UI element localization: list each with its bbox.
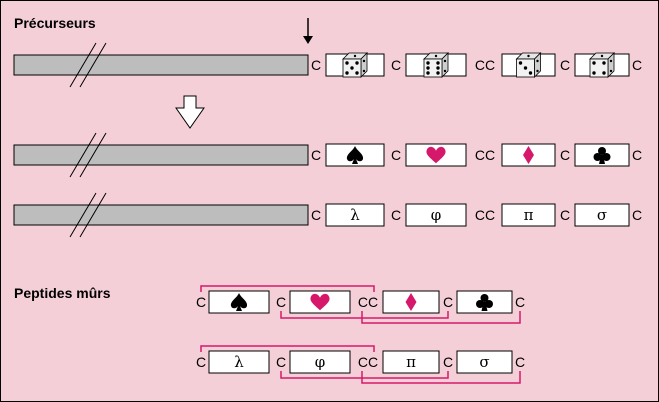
mature-peptides-title: Peptides mûrs xyxy=(14,285,111,301)
cysteine-label: C xyxy=(443,294,453,310)
cysteine-label: C xyxy=(632,207,642,223)
cysteine-label: C xyxy=(391,147,401,163)
greek-symbol: π xyxy=(524,206,534,224)
die-three-icon xyxy=(517,53,541,77)
cysteine-label: C xyxy=(560,147,570,163)
greek-symbol: σ xyxy=(597,206,607,224)
cysteine-label: C xyxy=(632,57,642,73)
greek-symbol: σ xyxy=(479,353,489,371)
cysteine-label: CC xyxy=(475,147,495,163)
cysteine-label: C xyxy=(515,354,525,370)
precursor-sequence-bar xyxy=(14,145,308,165)
precursor-sequence-bar xyxy=(14,55,308,75)
precursors-title: Précurseurs xyxy=(14,15,96,31)
cysteine-label: C xyxy=(276,354,286,370)
processing-arrow xyxy=(176,96,204,128)
cysteine-label: C xyxy=(311,147,321,163)
die-five-icon xyxy=(343,53,367,77)
cysteine-label: C xyxy=(196,294,206,310)
cysteine-label: C xyxy=(560,57,570,73)
greek-symbol: λ xyxy=(234,353,244,371)
cysteine-label: C xyxy=(632,147,642,163)
greek-symbol: φ xyxy=(315,353,326,371)
precursor-sequence-bar xyxy=(14,205,308,225)
greek-symbol: π xyxy=(406,353,416,371)
greek-symbol: λ xyxy=(350,206,360,224)
cysteine-label: C xyxy=(391,207,401,223)
cysteine-label: CC xyxy=(358,354,378,370)
cysteine-label: CC xyxy=(475,57,495,73)
cysteine-label: C xyxy=(276,294,286,310)
cysteine-label: C xyxy=(311,207,321,223)
cysteine-label: C xyxy=(311,57,321,73)
die-four-icon xyxy=(590,53,614,77)
cysteine-label: C xyxy=(443,354,453,370)
cysteine-label: C xyxy=(560,207,570,223)
cleavage-arrowhead xyxy=(303,36,313,44)
cysteine-label: CC xyxy=(475,207,495,223)
cysteine-label: CC xyxy=(358,294,378,310)
cysteine-label: C xyxy=(196,354,206,370)
greek-symbol: φ xyxy=(431,206,442,224)
cysteine-label: C xyxy=(391,57,401,73)
cysteine-label: C xyxy=(515,294,525,310)
die-six-icon xyxy=(424,53,448,77)
